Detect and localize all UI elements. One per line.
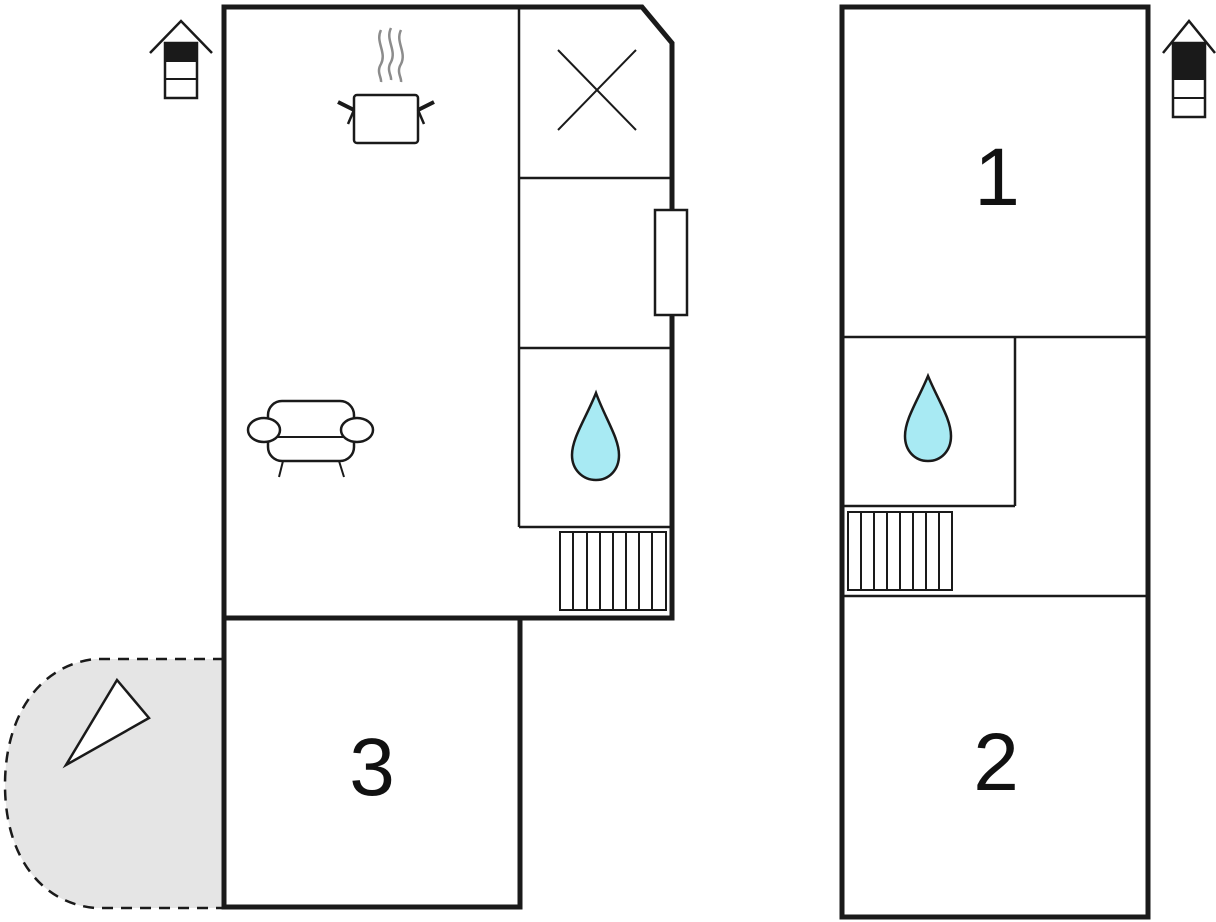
staircase-icon (559, 531, 667, 611)
water-drop-icon (903, 372, 953, 463)
sofa-icon (246, 399, 375, 478)
room-number-3: 3 (349, 722, 395, 813)
room-number-2: 2 (973, 717, 1019, 808)
water-drop-icon (570, 389, 621, 482)
radiator-icon (653, 208, 689, 317)
upper-floor-outer-wall (839, 4, 1151, 920)
cooking-pot-icon (337, 27, 435, 145)
cross-icon (557, 49, 637, 131)
room-number-1: 1 (974, 132, 1020, 223)
ground-floor-outer-wall (221, 4, 675, 910)
staircase-icon (847, 511, 953, 591)
upper-floor: 1 2 (839, 4, 1216, 920)
terrace-area (3, 657, 226, 910)
upper-floor-level-icon (1162, 19, 1216, 119)
ground-floor-level-icon (149, 19, 213, 100)
ground-floor: 3 (3, 4, 689, 910)
terrace-triangle-icon (62, 677, 151, 769)
